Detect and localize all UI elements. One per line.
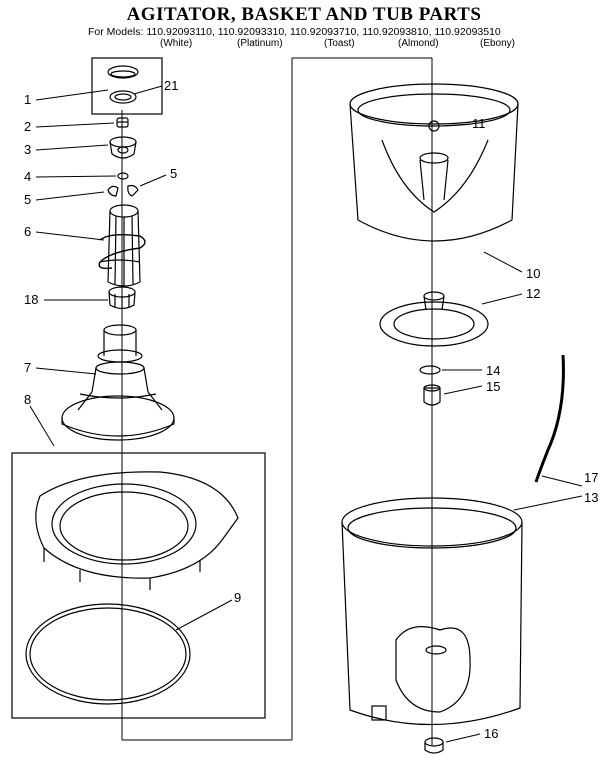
agitator-cap xyxy=(107,65,139,79)
tub-ring xyxy=(35,471,239,590)
snap-ring xyxy=(419,365,441,375)
callout-15: 15 xyxy=(486,379,500,394)
callout-12: 12 xyxy=(526,286,540,301)
agitator-auger xyxy=(98,204,146,287)
callout-9: 9 xyxy=(234,590,241,605)
cap-seal-ring xyxy=(109,90,137,104)
callout-2: 2 xyxy=(24,119,31,134)
agitator-dogs xyxy=(107,184,139,197)
variant-platinum: (Platinum) xyxy=(237,38,283,49)
outer-tub xyxy=(341,497,523,726)
callout-1: 1 xyxy=(24,92,31,107)
variant-almond: (Almond) xyxy=(398,38,439,49)
assembly-guide-line xyxy=(121,57,433,745)
tub-ring-group-box xyxy=(11,452,266,719)
callout-21: 21 xyxy=(164,78,178,93)
basket-nut xyxy=(428,120,440,132)
callout-14: 14 xyxy=(486,363,500,378)
washer xyxy=(117,172,129,180)
callout-13: 13 xyxy=(584,490,598,505)
callout-17: 17 xyxy=(584,470,598,485)
variant-toast: (Toast) xyxy=(324,38,355,49)
callout-3: 3 xyxy=(24,142,31,157)
tub-gasket xyxy=(25,603,191,705)
callout-5-right: 5 xyxy=(170,166,177,181)
agitator-cap-group xyxy=(91,57,163,115)
tub-drain-grommet xyxy=(424,737,444,754)
callout-4: 4 xyxy=(24,169,31,184)
agitator-clutch xyxy=(108,286,136,310)
drive-block xyxy=(379,291,489,347)
diagram-title: AGITATOR, BASKET AND TUB PARTS xyxy=(126,4,482,25)
variant-ebony: (Ebony) xyxy=(480,38,516,49)
variant-white: (White) xyxy=(160,38,193,49)
callout-7: 7 xyxy=(24,360,31,375)
agitator-bolt xyxy=(116,117,129,128)
agitator-base xyxy=(61,324,175,441)
leader-lines xyxy=(29,85,583,743)
seal-assembly xyxy=(423,384,441,406)
wash-basket xyxy=(349,83,519,242)
agitator-cam xyxy=(109,136,137,159)
models-line: For Models: 110.92093110, 110.92093310, … xyxy=(88,26,501,38)
callout-8: 8 xyxy=(24,392,31,407)
callout-5-left: 5 xyxy=(24,192,31,207)
callout-11: 11 xyxy=(472,116,486,131)
callout-16: 16 xyxy=(484,726,498,741)
hose xyxy=(534,354,565,483)
callout-10: 10 xyxy=(526,266,540,281)
callout-6: 6 xyxy=(24,224,31,239)
callout-18: 18 xyxy=(24,292,38,307)
